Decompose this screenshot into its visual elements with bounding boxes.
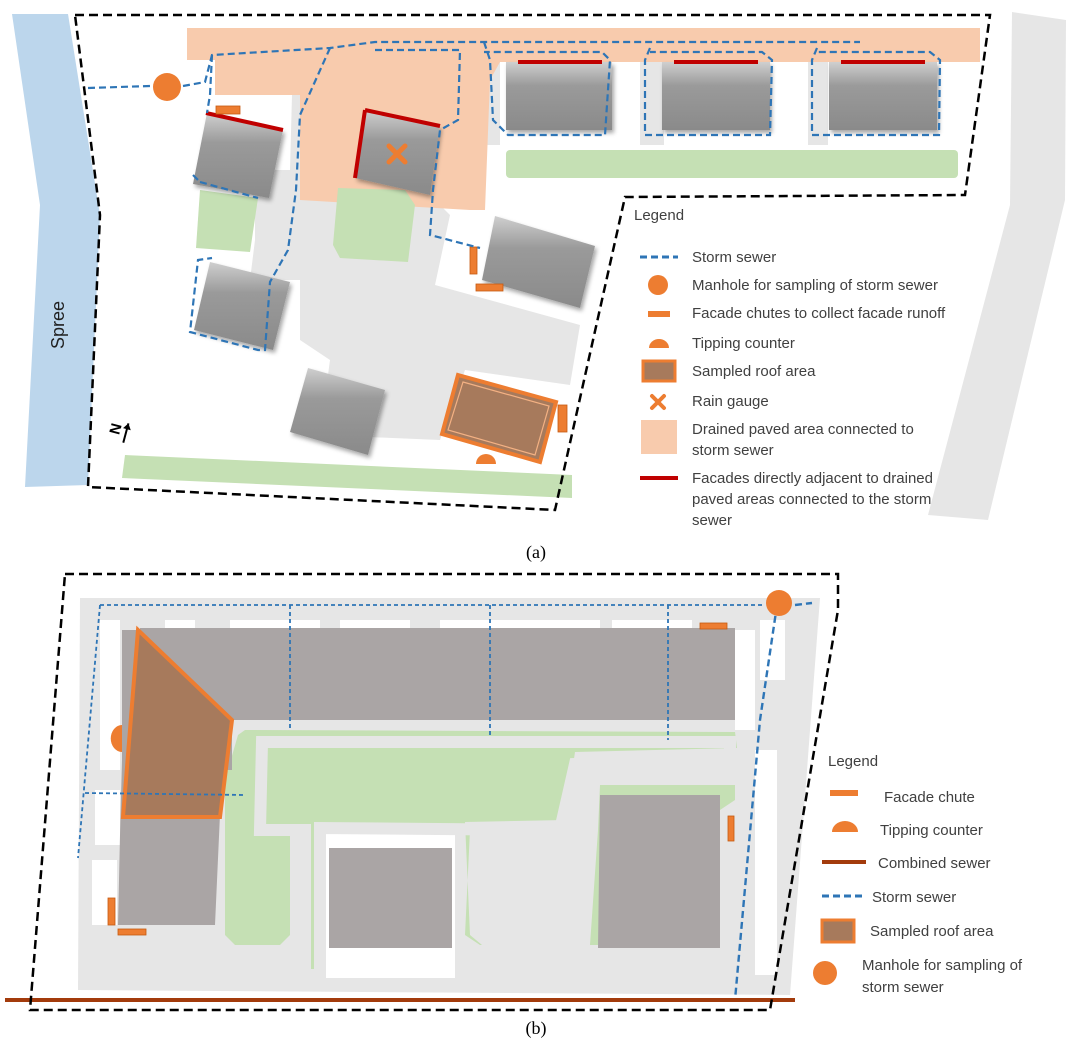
legend-a-item-red-facades-3: sewer <box>692 512 732 529</box>
manhole-icon <box>813 961 837 985</box>
right-street <box>928 12 1066 520</box>
legend-a-item-facade-chutes: Facade chutes to collect facade runoff <box>692 305 946 322</box>
buildings-b <box>118 628 735 948</box>
river-spree <box>12 14 100 487</box>
sampled-roof-a <box>439 372 559 465</box>
drained-paved-area-icon <box>641 420 677 454</box>
legend-b: Legend Facade chute Tipping counter Comb… <box>813 753 1023 996</box>
buildings <box>193 62 937 455</box>
site-boundary-b <box>28 572 840 1012</box>
tipping-counter-icon <box>649 339 669 348</box>
storm-sewer-main-b <box>733 601 813 1001</box>
facade-chutes-a <box>215 105 568 433</box>
legend-a-item-sampled-roof: Sampled roof area <box>692 363 816 380</box>
building-b-north <box>140 628 735 720</box>
legend-a-item-rain-gauge: Rain gauge <box>692 393 769 410</box>
building-a8 <box>290 368 385 455</box>
inner-path-b <box>253 736 736 981</box>
legend-b-title: Legend <box>828 753 878 770</box>
manhole-b <box>766 590 792 616</box>
storm-sewer-network-b <box>77 604 765 859</box>
tipping-counter-a <box>476 454 496 464</box>
tipping-counter-b <box>110 725 122 752</box>
red-facades <box>205 60 925 179</box>
legend-b-item-storm-sewer: Storm sewer <box>872 889 956 906</box>
north-arrow: N <box>106 422 131 443</box>
storm-sewer-network-a <box>87 40 942 352</box>
facade-chutes-b <box>107 622 735 936</box>
legend-b-item-facade-chute: Facade chute <box>884 789 975 806</box>
legend-a-item-red-facades-2: paved areas connected to the storm <box>692 491 931 508</box>
legend-b-item-manhole: Manhole for sampling of <box>862 957 1023 974</box>
sampled-roof-icon <box>641 359 677 383</box>
legend-b-item-sampled-roof: Sampled roof area <box>870 923 994 940</box>
legend-a-item-storm-sewer: Storm sewer <box>692 249 776 266</box>
building-a1 <box>193 113 283 198</box>
river-label: Spree <box>48 301 68 349</box>
facade-chute-icon <box>830 790 858 796</box>
figure-b: Legend Facade chute Tipping counter Comb… <box>5 572 1023 1039</box>
legend-a-item-red-facades: Facades directly adjacent to drained <box>692 470 933 487</box>
legend-a-item-manhole: Manhole for sampling of storm sewer <box>692 277 938 294</box>
legend-a: Legend Storm sewer Manhole for sampling … <box>634 207 946 529</box>
building-b-center <box>329 848 452 948</box>
rain-gauge-icon <box>650 394 666 410</box>
rain-gauge-marker <box>386 143 408 165</box>
legend-a-item-drained-paved-2: storm sewer <box>692 442 774 459</box>
building-a3 <box>506 62 612 130</box>
caption-a: (a) <box>526 542 546 563</box>
legend-a-title: Legend <box>634 207 684 224</box>
building-b-east <box>598 795 720 948</box>
sampled-roof-icon <box>820 918 856 944</box>
facade-chute-icon <box>648 311 670 317</box>
legend-b-item-manhole-2: storm sewer <box>862 979 944 996</box>
north-label: N <box>106 422 125 437</box>
sampled-roof-b <box>120 625 235 819</box>
green-areas <box>122 150 958 498</box>
manhole-a <box>153 73 181 101</box>
caption-b: (b) <box>526 1018 547 1039</box>
site-boundary-a <box>73 13 992 512</box>
building-a5 <box>829 62 937 130</box>
legend-b-item-tipping-counter: Tipping counter <box>880 822 983 839</box>
legend-b-item-combined-sewer: Combined sewer <box>878 855 991 872</box>
legend-a-item-tipping-counter: Tipping counter <box>692 335 795 352</box>
legend-a-item-drained-paved: Drained paved area connected to <box>692 421 914 438</box>
manhole-icon <box>648 275 668 295</box>
building-a6 <box>482 216 595 308</box>
building-a4 <box>662 62 770 130</box>
figure-a: Spree <box>12 12 1066 563</box>
tipping-counter-icon <box>832 821 858 832</box>
